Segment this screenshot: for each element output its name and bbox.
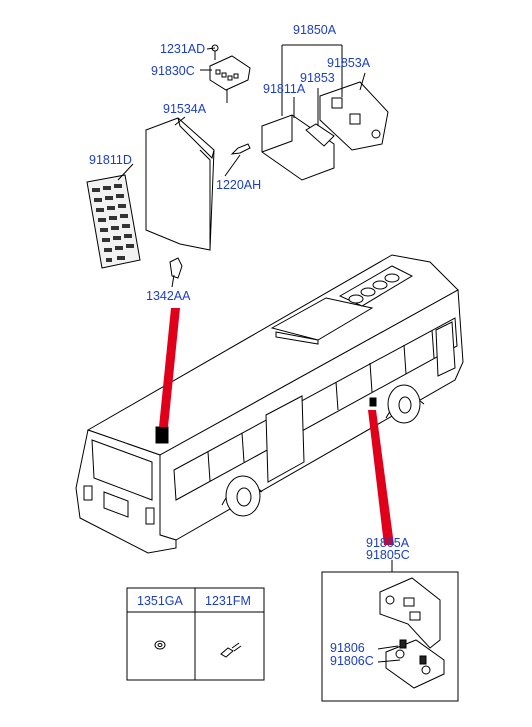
bus-license-plate: [103, 491, 129, 518]
bus-roof-vents: [348, 273, 400, 304]
bus-side-windows: [173, 317, 458, 501]
label-1220AH: 1220AH: [216, 178, 262, 192]
label-91853A: 91853A: [327, 56, 371, 70]
bus-fuse-box-marker: [155, 426, 169, 444]
relay-detail-box: [321, 560, 459, 702]
label-91534A: 91534A: [163, 102, 207, 116]
bus-relay-marker: [369, 397, 377, 407]
label-91805A: 91805A: [366, 536, 410, 550]
label-91806: 91806: [330, 641, 365, 655]
label-1231AD: 1231AD: [160, 42, 206, 56]
nut-1351GA: [154, 640, 166, 650]
bus-rear-hub: [236, 487, 252, 507]
bus-window-dividers: [207, 329, 435, 482]
callout-arrows: [159, 308, 394, 545]
label-91811D: 91811D: [89, 153, 132, 167]
bus-front-door: [435, 321, 456, 377]
leader-lines: [117, 44, 366, 288]
fastener-table-header-1: 1351GA: [137, 594, 183, 608]
fuse-box-cover: [145, 117, 215, 251]
label-91811A: 91811A: [263, 82, 306, 96]
label-91805C: 91805C: [366, 548, 410, 562]
label-91853: 91853: [300, 71, 335, 85]
fastener-table-header-2: 1231FM: [205, 594, 251, 608]
bus-rear-window: [91, 439, 153, 501]
bus-tail-light-right: [145, 507, 155, 525]
callout-fuse-box: [159, 308, 180, 427]
bus-tail-light-left: [83, 485, 93, 501]
label-1342AA: 1342AA: [146, 289, 191, 303]
fastener-table: [126, 587, 265, 681]
screw-1220AH: [230, 143, 251, 155]
label-91850A: 91850A: [293, 23, 337, 37]
bus-illustration: [75, 254, 464, 554]
gasket: [305, 123, 335, 147]
bus-front-hub: [398, 396, 412, 414]
connector-block: [209, 55, 251, 91]
relay-cover: [261, 114, 335, 181]
bus-roof-hatch: [270, 297, 374, 341]
clip-1342AA: [169, 257, 183, 279]
detail-leader-lines: [377, 560, 401, 663]
fuse-label-grid: [92, 184, 134, 262]
upper-components: [86, 44, 389, 288]
label-91806C: 91806C: [330, 654, 374, 668]
label-91830C: 91830C: [151, 64, 195, 78]
callout-relay: [368, 410, 394, 545]
bus-middle-door: [265, 395, 305, 483]
screw-1231FM: [220, 642, 242, 658]
